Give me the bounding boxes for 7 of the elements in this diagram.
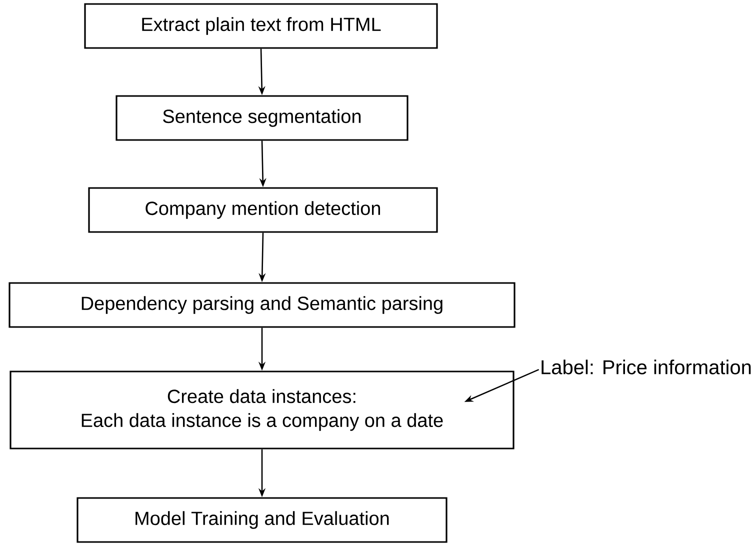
process-box: Company mention detection — [88, 187, 438, 233]
process-box: Sentence segmentation — [116, 95, 408, 141]
process-box: Model Training and Evaluation — [76, 497, 448, 543]
process-box: Dependency parsing and Semantic parsing — [8, 282, 516, 328]
process-box: Create data instances: Each data instance is a company on a date — [10, 370, 514, 450]
process-box: Extract plain text from HTML — [84, 3, 438, 49]
callout-text: Label: Price information — [542, 360, 751, 374]
